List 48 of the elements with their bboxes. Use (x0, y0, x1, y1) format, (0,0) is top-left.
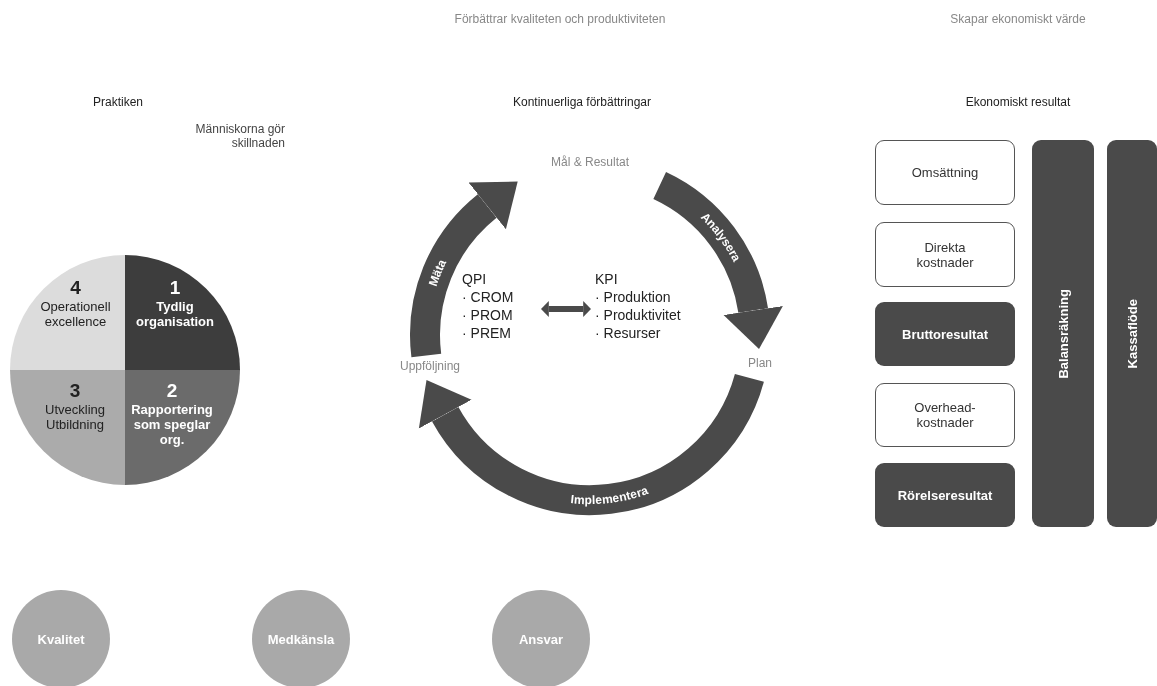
section-title: Kontinuerliga förbättringar (512, 95, 652, 109)
bar-label: Balansräkning (1055, 288, 1071, 379)
list-heading: KPI (595, 270, 618, 288)
pie-segment (10, 370, 125, 485)
result-box (875, 383, 1015, 447)
list-item: · PROM (462, 306, 513, 324)
circle-label: Kvalitet (37, 631, 85, 647)
result-box (875, 302, 1015, 366)
segment-number: 4 (70, 277, 81, 299)
segment-label: Operationell excellence (39, 299, 112, 329)
list-item: · PREM (462, 324, 511, 342)
pie-segment (125, 370, 240, 485)
note-text: Människorna gör skillnaden (194, 122, 285, 150)
section-subtitle: Förbättrar kvaliteten och produktiviteten (454, 12, 666, 26)
vertical-bar (1107, 140, 1157, 527)
segment-label: Rapportering som speglar org. (130, 402, 214, 447)
list-item: · Resurser (595, 324, 661, 342)
result-box (875, 222, 1015, 287)
segment-label: Tydlig organisation (135, 299, 215, 329)
segment-number: 3 (69, 380, 81, 402)
stage-label: Uppföljning (399, 359, 460, 374)
list-item: · Produktion (595, 288, 671, 306)
list-heading: QPI (462, 270, 487, 288)
pie-segment (10, 255, 125, 370)
section-title: Praktiken (93, 95, 143, 109)
double-arrow (541, 301, 591, 317)
section-title: Ekonomiskt resultat (965, 95, 1071, 109)
stage-label: Mål & Resultat (551, 155, 629, 170)
box-label: Rörelseresultat (897, 487, 993, 503)
segment-number: 1 (169, 277, 181, 299)
box-label: Omsättning (911, 165, 979, 180)
list-item: · CROM (462, 288, 514, 306)
pie-segment (125, 255, 240, 370)
segment-label: Utveckling Utbildning (44, 402, 106, 432)
box-label: Direkta kostnader (915, 239, 975, 270)
segment-number: 2 (166, 380, 178, 402)
stage-label: Plan (748, 356, 772, 371)
circle-label: Medkänsla (267, 631, 335, 647)
result-box (875, 140, 1015, 205)
result-box (875, 463, 1015, 527)
edge-label: Implementera (569, 483, 650, 508)
section-subtitle: Skapar ekonomiskt värde (950, 12, 1086, 26)
list-item: · Produktivitet (595, 306, 681, 324)
box-label: Bruttoresultat (902, 326, 988, 342)
bar-label: Kassaflöde (1124, 298, 1140, 369)
box-label: Overhead-kostnader (913, 400, 977, 430)
circle-label: Ansvar (518, 631, 564, 647)
vertical-bar (1032, 140, 1094, 527)
